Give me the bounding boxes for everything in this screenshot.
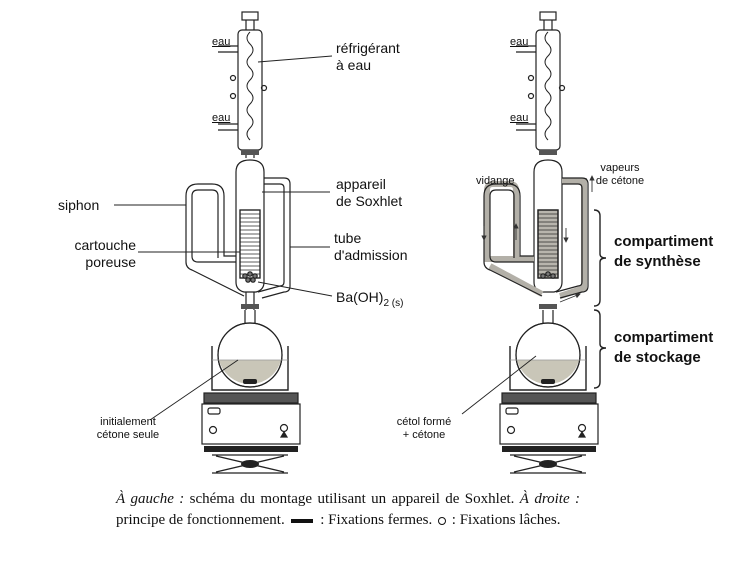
caption-right-text: principe de fonctionnement. (116, 512, 285, 528)
left-condenser (218, 11, 268, 158)
left-soxhlet-body (185, 159, 291, 310)
label-compartiment-stockage: compartiment de stockage (614, 329, 714, 366)
label-tube-admission: tube d'admission (334, 230, 408, 263)
label-eau-bottom-left: eau (212, 112, 231, 124)
caption-fixed-text: : Fixations fermes. (316, 512, 433, 528)
label-cartouche-poreuse: cartouche poreuse (74, 237, 136, 270)
label-baoh2: Ba(OH)2 (s) (336, 289, 404, 309)
left-flask (211, 310, 289, 391)
caption-left-label: À gauche : (116, 491, 185, 507)
label-appareil-soxhlet: appareil de Soxhlet (336, 176, 403, 209)
right-leader-lines (461, 355, 537, 415)
caption-loose-text: : Fixations lâches. (448, 512, 561, 528)
compartment-brackets (593, 209, 607, 389)
right-heater (499, 392, 599, 474)
left-apparatus (114, 11, 333, 474)
right-apparatus (461, 11, 607, 474)
caption-right-label: À droite : (519, 491, 580, 507)
label-initialement: initialement cétone seule (96, 416, 160, 441)
label-eau-bottom-right: eau (510, 112, 529, 124)
right-flask (509, 310, 587, 391)
right-condenser (516, 11, 566, 155)
left-leader-lines (114, 55, 333, 421)
label-eau-top-right: eau (510, 36, 529, 48)
label-cetol-forme: cétol formé + cétone (396, 416, 452, 441)
loose-clamp-symbol-icon (438, 516, 447, 525)
label-siphon: siphon (58, 197, 100, 213)
fixed-clamp-symbol-icon (291, 518, 314, 523)
label-compartiment-synthese: compartiment de synthèse (614, 233, 714, 270)
figure-caption: À gauche : schéma du montage utilisant u… (116, 489, 580, 531)
caption-left-text: schéma du montage utilisant un appareil … (184, 491, 515, 507)
label-refrigerant: réfrigérant à eau (336, 40, 400, 73)
left-heater (201, 392, 301, 474)
label-vidange: vidange (476, 175, 515, 187)
label-eau-top-left: eau (212, 36, 231, 48)
right-soxhlet-body (481, 159, 595, 309)
label-vapeurs-cetone: vapeurs de cétone (595, 162, 645, 187)
